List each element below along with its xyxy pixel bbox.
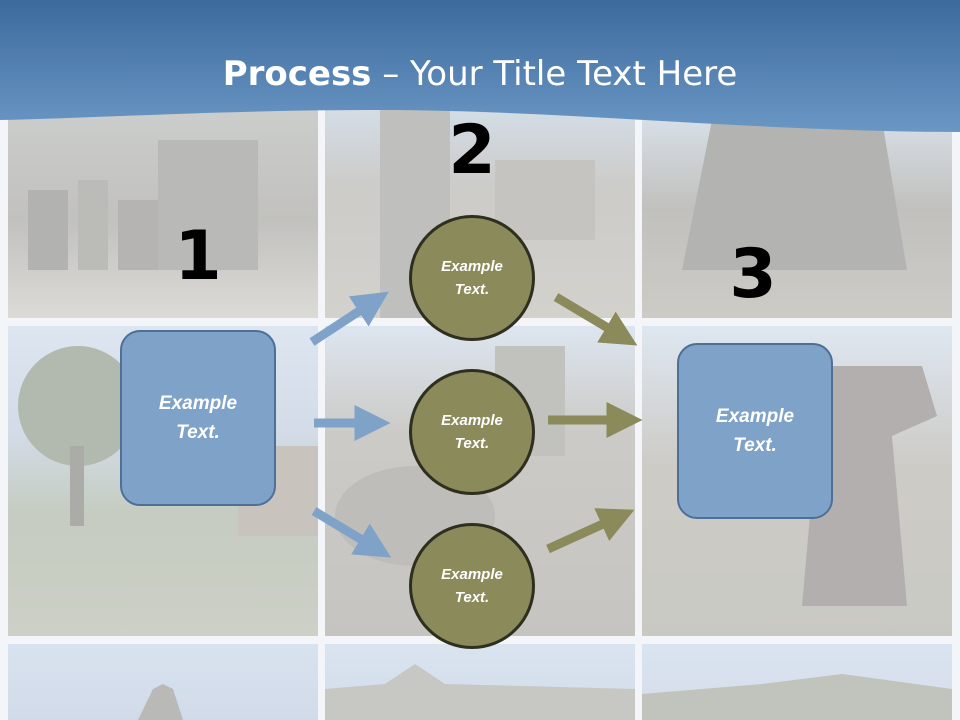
step-1-box: Example Text. — [120, 330, 276, 506]
arrow-2-bottom-to-3 — [546, 508, 635, 554]
page-title: Process – Your Title Text Here — [0, 52, 960, 96]
arrow-1-to-2-bottom — [311, 507, 392, 558]
step-2-circle-label: Example Text. — [441, 258, 503, 298]
photo-tile — [642, 100, 952, 318]
photo-tile — [325, 644, 635, 720]
title-rest: – Your Title Text Here — [371, 54, 738, 94]
step-2-circle-bottom: Example Text. — [409, 523, 535, 649]
step-1-label: Example Text. — [158, 393, 238, 443]
step-2-circle-top: Example Text. — [409, 215, 535, 341]
step-2-circle-label: Example Text. — [441, 412, 503, 452]
title-bold: Process — [222, 54, 372, 94]
photo-tile — [8, 644, 318, 720]
photo-tile — [8, 100, 318, 318]
step-2-circle-middle: Example Text. — [409, 369, 535, 495]
step-3-label: Example Text. — [715, 406, 795, 456]
photo-tile — [642, 644, 952, 720]
arrow-2-top-to-3 — [553, 293, 638, 346]
step-number-2: 2 — [448, 111, 496, 190]
step-number-1: 1 — [174, 217, 222, 296]
step-3-box: Example Text. — [677, 343, 833, 519]
step-number-3: 3 — [729, 235, 777, 314]
step-2-circle-label: Example Text. — [441, 566, 503, 606]
header-band — [0, 0, 960, 132]
arrow-1-to-2-top — [309, 291, 389, 346]
